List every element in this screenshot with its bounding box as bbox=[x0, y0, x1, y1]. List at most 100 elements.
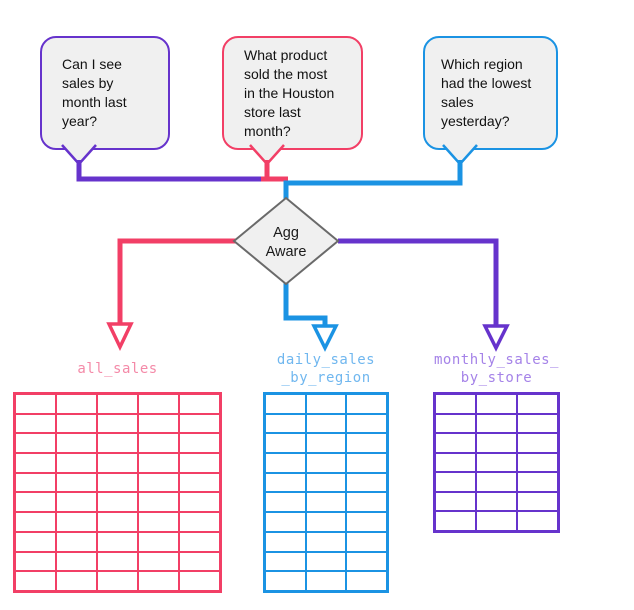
arrowhead-blue bbox=[311, 324, 339, 352]
connector-purple-trunk bbox=[76, 160, 263, 182]
table-cell bbox=[266, 532, 305, 551]
decision-diamond bbox=[232, 196, 340, 286]
table-cell bbox=[57, 552, 96, 571]
question-bubble-monthly-sales: Can I see sales by month last year? bbox=[40, 36, 170, 150]
table-label-line: _by_region bbox=[281, 370, 371, 386]
table-cell bbox=[266, 434, 305, 453]
table-cell bbox=[139, 532, 178, 551]
table-cell bbox=[139, 434, 178, 453]
table-daily-sales-by-region bbox=[263, 392, 389, 593]
table-cell bbox=[57, 532, 96, 551]
table-cell bbox=[477, 395, 516, 413]
table-cell bbox=[180, 513, 219, 531]
table-cell bbox=[306, 552, 346, 571]
table-label-daily-sales-by-region: daily_sales _by_region bbox=[258, 351, 394, 387]
table-cell bbox=[16, 552, 55, 571]
table-cell bbox=[306, 454, 346, 472]
arrowhead-pink bbox=[106, 322, 134, 352]
decision-label-line2: Aware bbox=[266, 244, 307, 260]
table-cell bbox=[57, 572, 96, 590]
table-cell bbox=[139, 572, 178, 590]
table-cell bbox=[98, 395, 137, 413]
table-cell bbox=[518, 512, 557, 530]
table-cell bbox=[180, 493, 219, 512]
table-cell bbox=[477, 453, 516, 472]
table-cell bbox=[180, 552, 219, 571]
table-cell bbox=[98, 493, 137, 512]
table-cell bbox=[139, 473, 178, 492]
table-cell bbox=[477, 414, 516, 433]
table-cell bbox=[266, 473, 305, 492]
question-bubble-houston-product: What product sold the most in the Housto… bbox=[222, 36, 363, 150]
table-cell bbox=[16, 532, 55, 551]
table-cell bbox=[98, 532, 137, 551]
table-label-line: daily_sales bbox=[276, 352, 376, 368]
table-cell bbox=[518, 414, 557, 433]
table-cell bbox=[139, 552, 178, 571]
table-cell bbox=[347, 473, 386, 492]
table-cell bbox=[436, 453, 475, 472]
table-cell bbox=[98, 454, 137, 472]
table-cell bbox=[266, 395, 305, 413]
table-cell bbox=[347, 572, 386, 590]
table-cell bbox=[436, 492, 475, 511]
table-cell bbox=[180, 572, 219, 590]
table-cell bbox=[477, 492, 516, 511]
table-cell bbox=[347, 395, 386, 413]
table-cell bbox=[518, 395, 557, 413]
table-cell bbox=[306, 434, 346, 453]
table-cell bbox=[180, 473, 219, 492]
table-cell bbox=[347, 414, 386, 433]
table-cell bbox=[306, 414, 346, 433]
table-cell bbox=[436, 434, 475, 452]
connector-blue-trunk bbox=[283, 160, 463, 200]
table-cell bbox=[57, 414, 96, 433]
table-cell bbox=[266, 493, 305, 512]
table-cell bbox=[347, 434, 386, 453]
connector-blue-to-daily-sales bbox=[283, 282, 328, 325]
table-cell bbox=[266, 454, 305, 472]
table-cell bbox=[139, 493, 178, 512]
table-cell bbox=[306, 532, 346, 551]
table-cell bbox=[57, 454, 96, 472]
connector-purple-to-monthly-sales bbox=[338, 238, 499, 325]
table-cell bbox=[98, 552, 137, 571]
question-bubble-lowest-region: Which region had the lowest sales yester… bbox=[423, 36, 558, 150]
table-cell bbox=[347, 532, 386, 551]
decision-label-line1: Agg bbox=[273, 225, 299, 241]
table-cell bbox=[57, 493, 96, 512]
arrowhead-purple bbox=[482, 324, 510, 352]
table-cell bbox=[16, 414, 55, 433]
table-cell bbox=[98, 572, 137, 590]
table-cell bbox=[16, 395, 55, 413]
table-label-all-sales: all_sales bbox=[13, 360, 222, 378]
table-cell bbox=[266, 572, 305, 590]
table-cell bbox=[180, 414, 219, 433]
table-cell bbox=[306, 395, 346, 413]
table-cell bbox=[436, 395, 475, 413]
table-cell bbox=[139, 395, 178, 413]
table-all-sales bbox=[13, 392, 222, 593]
table-cell bbox=[16, 434, 55, 453]
table-monthly-sales-by-store bbox=[433, 392, 560, 533]
table-cell bbox=[306, 572, 346, 590]
table-cell bbox=[518, 453, 557, 472]
table-cell bbox=[518, 434, 557, 452]
table-cell bbox=[436, 473, 475, 491]
table-cell bbox=[180, 454, 219, 472]
table-cell bbox=[347, 552, 386, 571]
table-cell bbox=[347, 513, 386, 531]
question-text-houston-product: What product sold the most in the Housto… bbox=[244, 46, 335, 139]
table-cell bbox=[16, 493, 55, 512]
table-cell bbox=[180, 395, 219, 413]
table-cell bbox=[16, 473, 55, 492]
table-label-line: all_sales bbox=[77, 361, 158, 377]
table-cell bbox=[16, 513, 55, 531]
table-cell bbox=[57, 395, 96, 413]
table-cell bbox=[518, 492, 557, 511]
table-cell bbox=[306, 513, 346, 531]
connector-pink-trunk bbox=[261, 160, 288, 182]
table-cell bbox=[436, 414, 475, 433]
table-cell bbox=[436, 512, 475, 530]
